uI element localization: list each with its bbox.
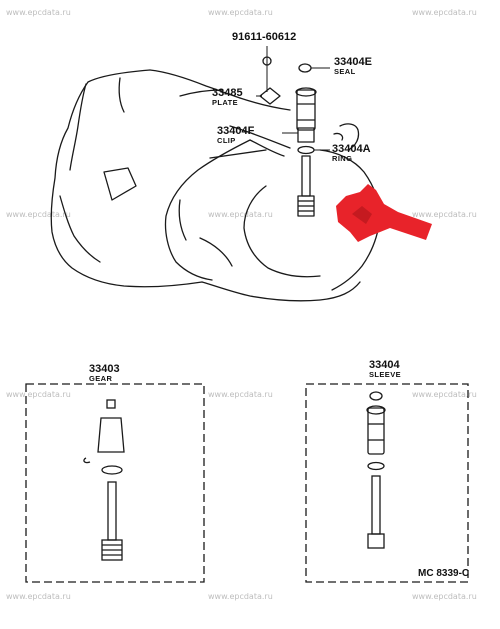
sleeve-kit-number: 33404: [369, 359, 400, 371]
seal-number: 33404E: [334, 56, 372, 68]
sleeve-kit-sleeve-top: [366, 405, 386, 415]
gear-kit-name: GEAR: [89, 374, 112, 383]
plate-part: [259, 87, 281, 105]
pointing-arrow-icon: [336, 184, 432, 242]
gear-kit-number: 33403: [89, 363, 120, 375]
sleeve-kit-gear: [367, 533, 385, 549]
gear-kit-ring: [101, 465, 123, 475]
sleeve-body: [296, 89, 316, 131]
sleeve-kit-name: SLEEVE: [369, 370, 401, 379]
bolt-number: 91611-60612: [232, 31, 296, 43]
ring-number: 33404A: [332, 143, 371, 155]
gear-kit-shaft: [107, 481, 117, 541]
gear-kit-cap: [106, 399, 116, 409]
watermark: www.epcdata.ru: [208, 210, 273, 219]
sleeve-kit-shaft: [371, 475, 381, 535]
watermark: www.epcdata.ru: [6, 390, 71, 399]
watermark: www.epcdata.ru: [412, 210, 477, 219]
gear-kit-box: 33403 GEAR: [25, 363, 205, 583]
sleeve-kit-sleeve: [367, 407, 385, 455]
driven-shaft: [301, 155, 311, 197]
watermark: www.epcdata.ru: [208, 390, 273, 399]
ring-part: [297, 145, 315, 155]
highlight-shading: [352, 206, 372, 224]
seal-name: SEAL: [334, 67, 356, 76]
sleeve-top: [295, 87, 317, 97]
sleeve-kit-seal: [369, 391, 383, 401]
watermark: www.epcdata.ru: [208, 8, 273, 17]
seal-part: [298, 63, 312, 73]
watermark: www.epcdata.ru: [412, 592, 477, 601]
plate-name: PLATE: [212, 98, 238, 107]
plate-number: 33485: [212, 87, 243, 99]
gear-kit-sleeve: [97, 417, 125, 453]
speedometer-shaft-assembly: [256, 46, 330, 217]
watermark: www.epcdata.ru: [412, 390, 477, 399]
watermark: www.epcdata.ru: [6, 210, 71, 219]
clip-name: CLIP: [217, 136, 236, 145]
sleeve-kit-ring: [367, 461, 385, 471]
clip-part: [297, 127, 315, 143]
gear-kit-clip: [83, 457, 91, 464]
watermark: www.epcdata.ru: [6, 592, 71, 601]
watermark: www.epcdata.ru: [6, 8, 71, 17]
watermark: www.epcdata.ru: [208, 592, 273, 601]
watermark: www.epcdata.ru: [412, 8, 477, 17]
ring-name: RING: [332, 154, 352, 163]
diagram-code: MC 8339-C: [418, 568, 469, 579]
clip-number: 33404F: [217, 125, 255, 137]
sleeve-kit-box: 33404 SLEEVE MC 8339-C: [305, 359, 469, 583]
